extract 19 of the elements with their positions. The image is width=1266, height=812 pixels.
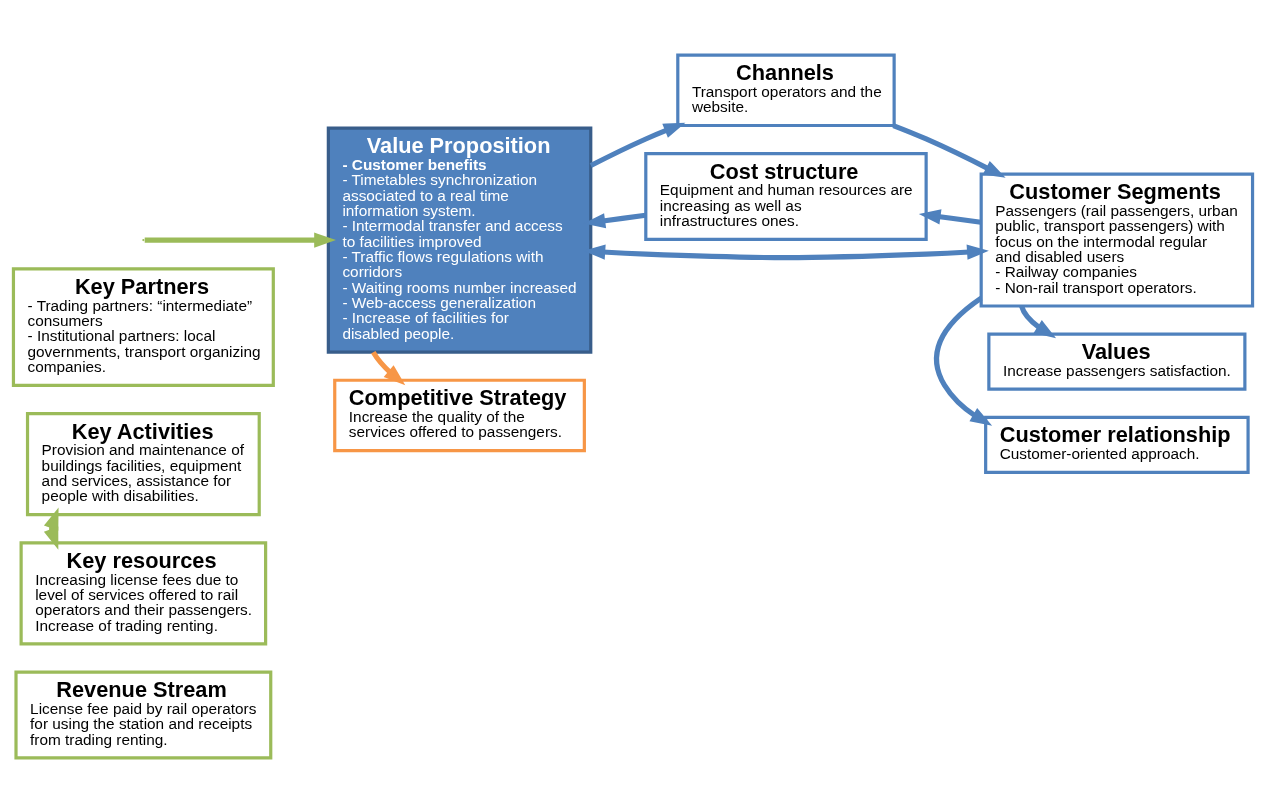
arrow [934, 295, 993, 426]
arrow [144, 231, 336, 248]
arrow [43, 507, 59, 550]
node-box: Key resources Increasing license fees due to level of services offered to rail operators and their passengers. Increase of trading renting. [19, 540, 268, 646]
node-box: Value Proposition - Customer benefits - Timetables synchronization associated to a real time information system. - Intermodal transfer and access to facilities improved - Traffic flows regulations with corridors - Waiting rooms number increased - Web-access generalization - Increase of facilities for disabled people. [326, 126, 593, 354]
arrow [892, 122, 1006, 178]
arrow [371, 350, 406, 385]
node-box: Values Increase passengers satisfaction. [987, 332, 1247, 391]
node-box: Key Partners - Trading partners: “intermediate” consumers - Institutional partners: local governments, transport organizing companies. [11, 266, 275, 387]
arrow [589, 122, 686, 168]
node-box: Revenue Stream License fee paid by rail operators for using the station and receipts from trading renting. [14, 670, 273, 759]
node-box: Customer relationship Customer-oriented approach. [984, 415, 1250, 474]
node-box: Cost structure Equipment and human resources are increasing as well as infrastructures ones. [644, 151, 928, 241]
node-box: Channels Transport operators and the website. [676, 53, 896, 127]
arrow [1019, 304, 1057, 338]
node-box: Competitive Strategy Increase the quality of the services offered to passengers. [333, 378, 586, 452]
node-box: Customer Segments Passengers (rail passengers, urban public, transport passengers) with focus on the intermodal regular and disabled users - Railway companies - Non-rail transport operators. [979, 172, 1255, 308]
node-box: Key Activities Provision and maintenance of buildings facilities, equipment and services, assistance for people with disabilities. [25, 411, 261, 516]
arrow [918, 208, 982, 225]
